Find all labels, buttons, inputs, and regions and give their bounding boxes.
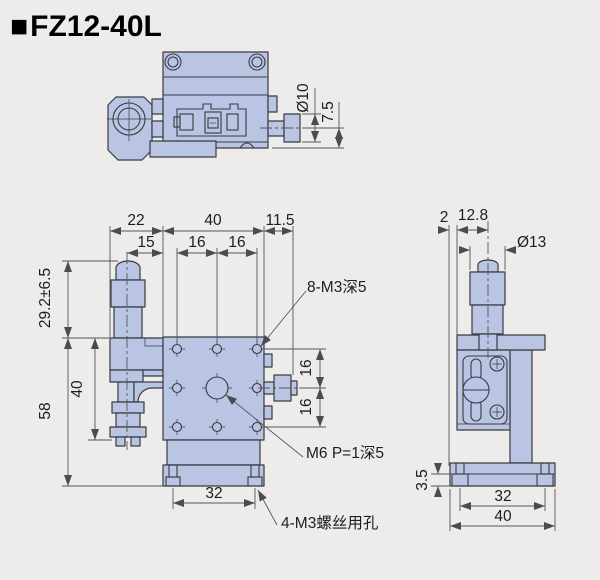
side-top-plate: [456, 334, 546, 351]
page-title: ■ FZ12-40L: [10, 10, 162, 44]
label-foot-holes: 4-M3螺丝用孔: [281, 514, 379, 532]
side-view: 2 12.8 Ø13 3.5 32 40: [414, 207, 556, 531]
front-view: 22 40 11.5 15 16 16 29.2±6.5 58 40 16 16: [37, 212, 384, 532]
dim-shaft-length: 11.5: [265, 212, 294, 229]
dim-slot-pitch: 32: [494, 488, 511, 505]
m3-holes: [169, 341, 265, 435]
lock-knob: [115, 412, 141, 428]
dim-foot-pitch: 32: [205, 485, 222, 502]
top-body: [162, 51, 269, 149]
label-center-hole: M6 P=1深5: [306, 444, 384, 462]
dim-plate-height: 40: [69, 380, 86, 398]
dim-foot-height: 3.5: [414, 469, 431, 491]
dim-total-height: 58: [37, 402, 54, 419]
side-foot-slots: [451, 462, 554, 487]
leader-m6: [225, 394, 304, 458]
leader-4m3: [257, 489, 278, 526]
dim-travel: 29.2±6.5: [37, 268, 54, 328]
dim-knob-diameter: Ø13: [517, 234, 546, 251]
dim-body-to-plate: 22: [127, 212, 144, 229]
title-bullet-icon: ■: [10, 10, 29, 43]
dim-hole-pitch-v1: 16: [298, 359, 315, 376]
label-top-holes: 8-M3深5: [307, 278, 366, 296]
m6-center-hole: [205, 376, 229, 400]
dim-mic-offset: 15: [137, 234, 154, 251]
side-knob-barrel: [469, 271, 506, 306]
foot-slots: [165, 464, 263, 487]
dim-hole-pitch-b: 16: [228, 234, 245, 251]
dim-edge-offset: 2: [440, 209, 449, 226]
micrometer-cap: [115, 260, 141, 281]
top-clamp-bar: [149, 140, 217, 158]
dim-shaft-diameter: Ø10: [295, 83, 312, 113]
side-column: [509, 349, 533, 464]
micrometer-barrel: [110, 279, 146, 308]
dim-shaft-height: 7.5: [320, 101, 337, 123]
top-view: Ø10 7.5: [107, 51, 344, 161]
stage-base: [162, 464, 265, 487]
clamp-bracket: [109, 337, 164, 371]
stage-lower-body: [166, 439, 261, 466]
dim-axis-offset: 12.8: [458, 207, 488, 224]
model-number: FZ12-40L: [30, 10, 162, 43]
dim-hole-pitch-a: 16: [188, 234, 205, 251]
leader-8m3: [260, 290, 307, 347]
dim-base-width: 40: [494, 508, 512, 525]
dim-plate-width: 40: [204, 212, 222, 229]
dim-hole-pitch-v2: 16: [298, 398, 315, 415]
